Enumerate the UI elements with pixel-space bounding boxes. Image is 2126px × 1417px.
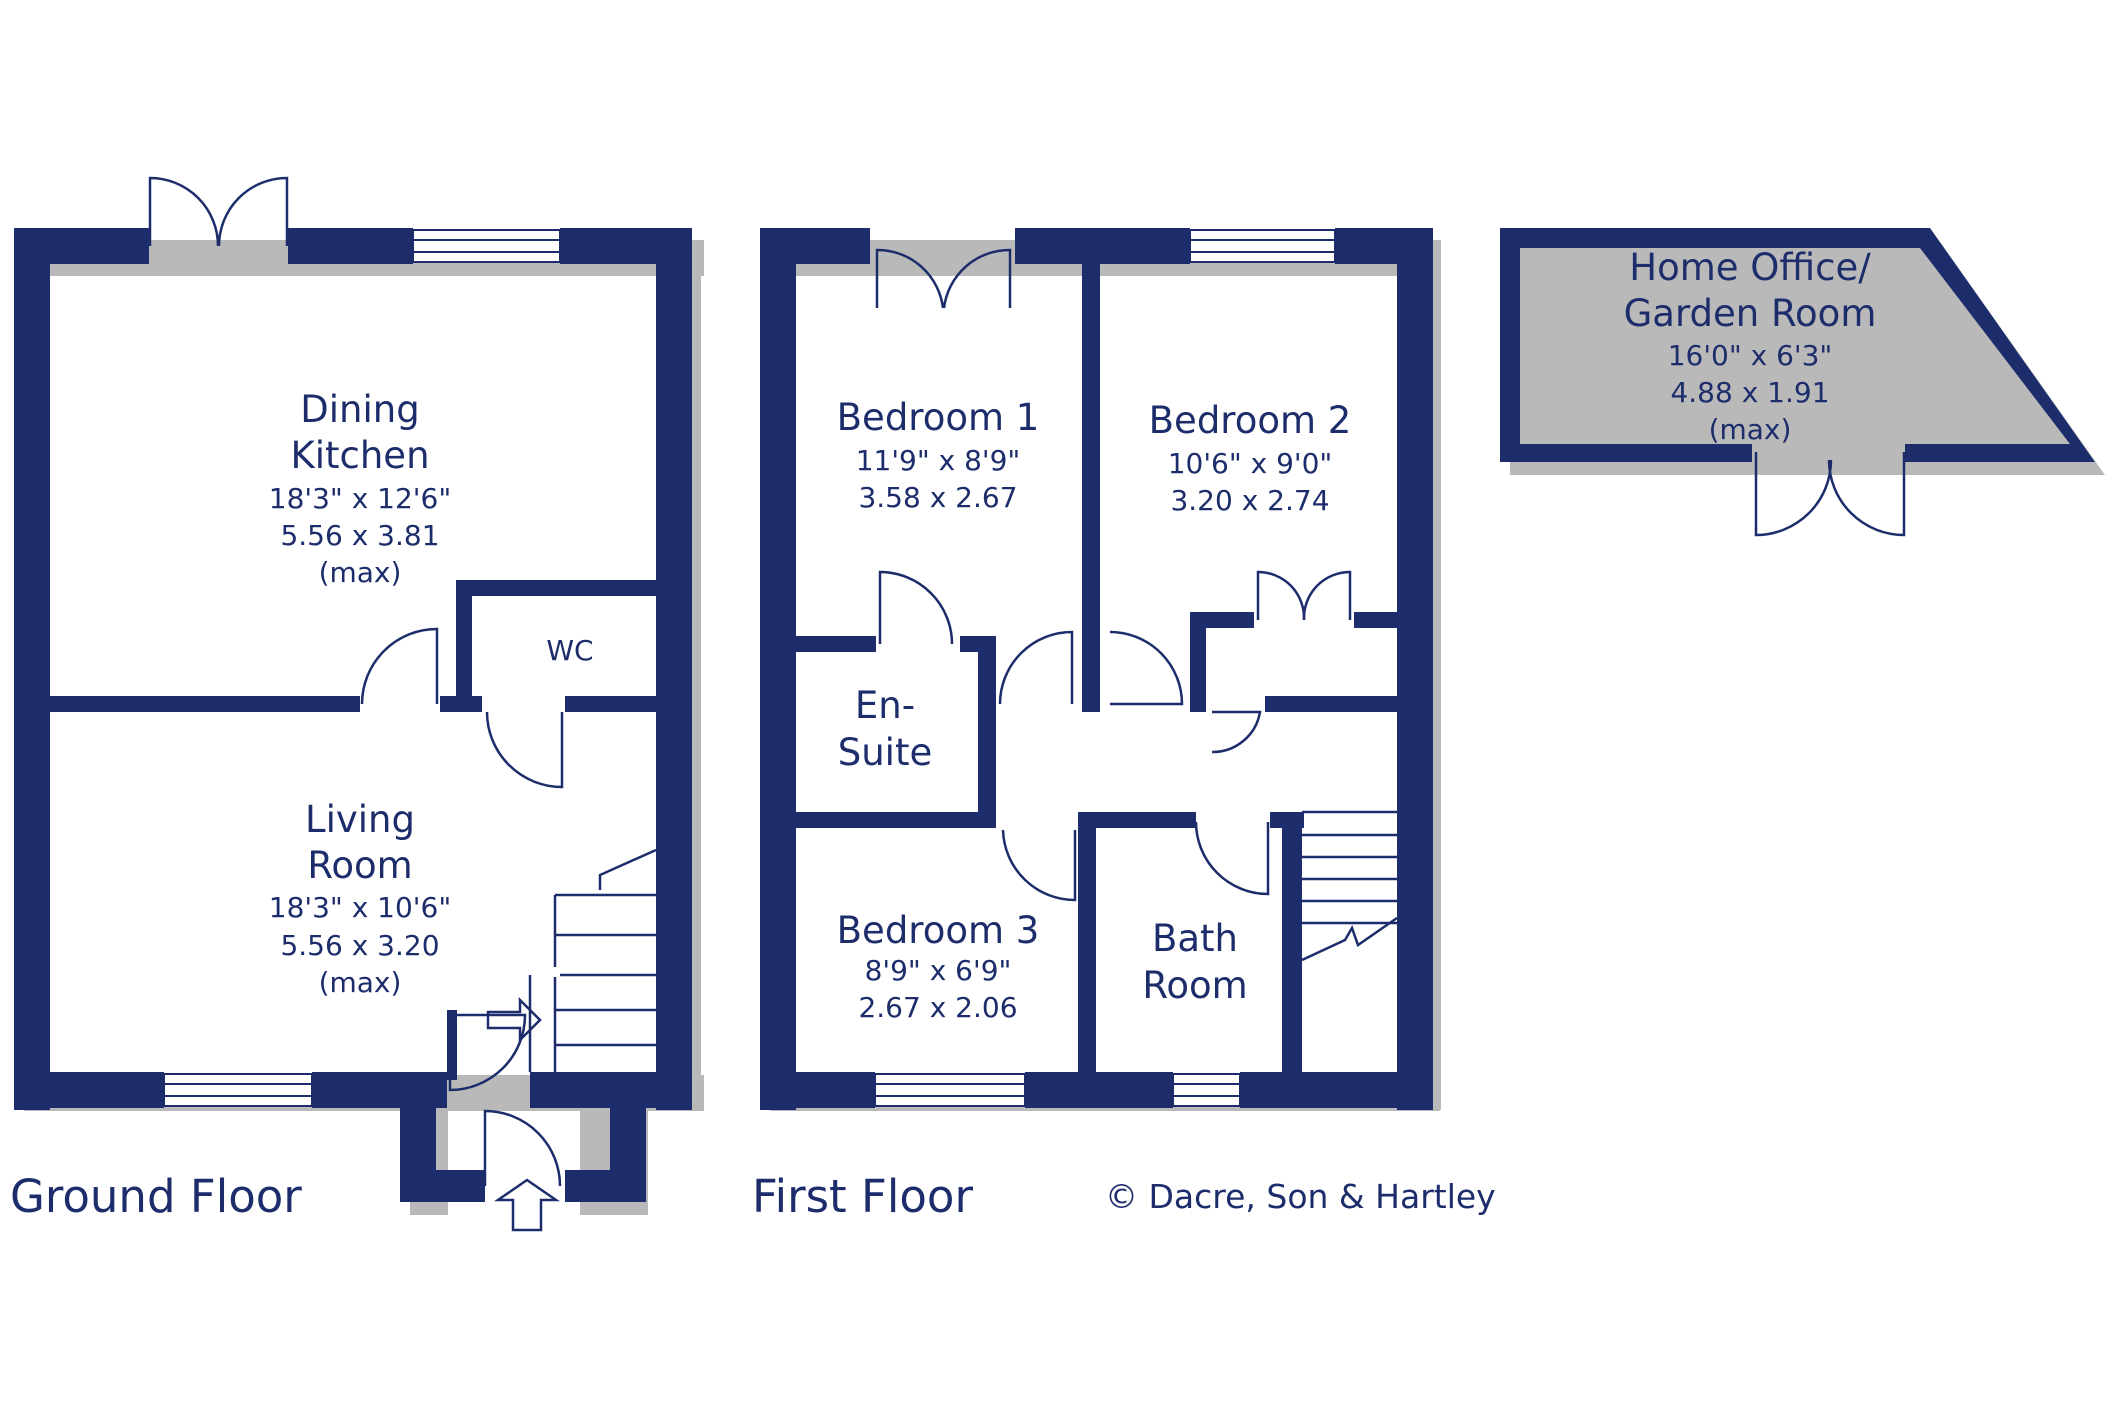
bedroom1-french-doors [875,248,1012,309]
cupboard-doors [1256,570,1352,621]
ensuite-name-1: En- [855,684,915,727]
bedroom2-door [1109,630,1184,706]
bedroom3-name: Bedroom 3 [837,909,1040,952]
first-floor-plan: Bedroom 1 11'9" x 8'9" 3.58 x 2.67 Bedro… [752,228,1441,1223]
bathroom-window [1172,1073,1241,1107]
living-room-name-2: Room [307,844,412,887]
home-office-imperial: 16'0" x 6'3" [1668,339,1833,372]
home-office-note: (max) [1709,413,1792,446]
outbuilding-plan: Home Office/ Garden Room 16'0" x 6'3" 4.… [1500,228,2105,537]
ground-floor-label: Ground Floor [10,1170,302,1223]
wc-name: WC [546,634,593,667]
dining-kitchen-name-1: Dining [300,388,419,431]
bedroom3-window [874,1073,1026,1107]
ground-stairs [486,848,657,1072]
wc-door [485,711,564,789]
first-stairs [1301,810,1398,962]
bedroom2-imperial: 10'6" x 9'0" [1168,447,1333,480]
ensuite-name-2: Suite [838,731,933,774]
bedroom2-window [1189,229,1336,263]
home-office-name-1: Home Office/ [1629,246,1871,289]
home-office-name-2: Garden Room [1624,292,1877,335]
bedroom1-metric: 3.58 x 2.67 [858,481,1017,514]
dining-kitchen-note: (max) [319,556,402,589]
ground-floor-walls [14,228,692,1202]
home-office-metric: 4.88 x 1.91 [1670,376,1829,409]
living-room-imperial: 18'3" x 10'6" [269,891,451,924]
dining-kitchen-imperial: 18'3" x 12'6" [269,482,451,515]
kitchen-french-doors [148,176,289,247]
bedroom3-imperial: 8'9" x 6'9" [865,954,1012,987]
entry-arrow-icon [493,1178,561,1232]
living-room-name-1: Living [305,798,415,841]
bathroom-name-1: Bath [1152,917,1238,960]
bathroom-name-2: Room [1142,964,1247,1007]
ensuite-door [878,570,954,645]
living-room-note: (max) [319,966,402,999]
dining-kitchen-metric: 5.56 x 3.81 [280,519,439,552]
kitchen-window [412,229,561,263]
bathroom-door [1194,821,1270,896]
bedroom1-name: Bedroom 1 [837,396,1040,439]
living-room-metric: 5.56 x 3.20 [280,929,439,962]
bedroom1-imperial: 11'9" x 8'9" [856,444,1021,477]
dining-kitchen-name-2: Kitchen [290,434,429,477]
front-door [448,1013,562,1187]
bedroom3-door [1001,829,1077,902]
bedroom3-metric: 2.67 x 2.06 [858,991,1017,1024]
first-floor-walls [760,228,1433,1110]
copyright-text: © Dacre, Son & Hartley [1105,1177,1496,1216]
ground-floor-plan: Dining Kitchen 18'3" x 12'6" 5.56 x 3.81… [10,176,704,1232]
garden-room-french-doors [1754,452,1906,537]
ground-floor-shadow [24,240,704,1215]
bedroom2-metric: 3.20 x 2.74 [1170,484,1329,517]
bedroom2-name: Bedroom 2 [1149,399,1352,442]
bedroom1-door [998,630,1074,705]
kitchen-living-door [360,627,439,705]
first-floor-label: First Floor [752,1170,973,1223]
living-window [163,1073,313,1107]
landing-door [1211,710,1262,754]
